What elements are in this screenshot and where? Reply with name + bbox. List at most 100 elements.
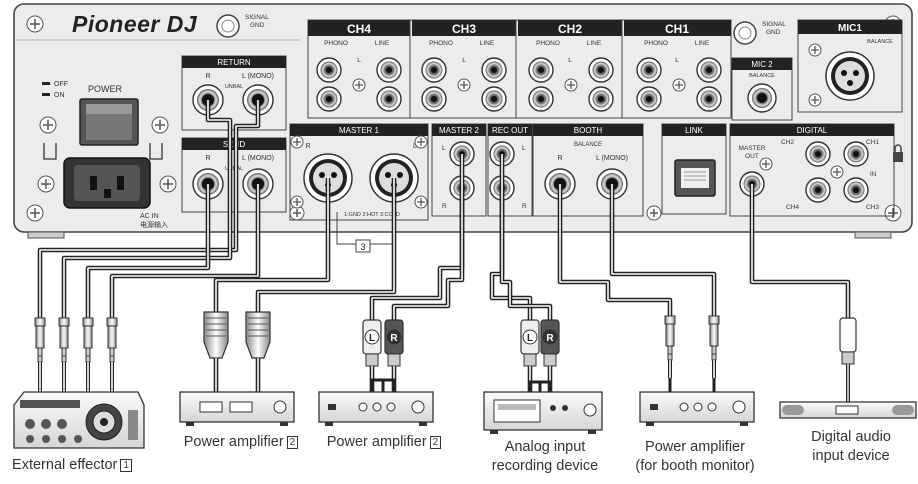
ch4-line-l-jack[interactable] — [376, 57, 402, 83]
signal-gnd-terminal-left: SIGNAL GND — [216, 14, 269, 38]
link-port[interactable] — [674, 159, 716, 197]
master-out-label: OUT — [745, 153, 759, 160]
ch1-line-l-jack[interactable] — [696, 57, 722, 83]
ch3-phono-l-jack[interactable] — [421, 57, 447, 83]
signal-gnd-label: GND — [250, 22, 265, 29]
recording-device-caption-line2: recording device — [491, 458, 599, 474]
booth-amplifier-caption-line1: Power amplifier — [645, 439, 745, 455]
screw — [564, 78, 578, 92]
return-section: RETURN R L (MONO) UNBAL — [181, 55, 287, 131]
screw — [352, 78, 366, 92]
rec-out-title: REC OUT — [492, 126, 528, 135]
rec-out-r-label: R — [522, 203, 527, 210]
send-l-label: L (MONO) — [242, 155, 274, 162]
ch1-phono-r-jack[interactable] — [636, 86, 662, 112]
return-r-label: R — [205, 73, 210, 80]
ch4-line-label: LINE — [375, 40, 390, 47]
mic1-title: MIC1 — [838, 23, 862, 34]
screw — [290, 135, 304, 149]
screw — [830, 165, 844, 179]
note-number: 2 — [429, 436, 442, 449]
screw — [414, 135, 428, 149]
digital-ch1-label: CH1 — [866, 139, 879, 146]
channel-inputs: CH4 PHONO LINE L R CH3 PHONO LINE L R CH… — [307, 19, 732, 119]
ch3-l-label: L — [462, 57, 466, 64]
ch4-line-r-jack[interactable] — [376, 86, 402, 112]
digital-ch3-jack[interactable] — [843, 177, 869, 203]
master2-l-label: L — [442, 145, 446, 152]
digital-ch1-jack[interactable] — [843, 141, 869, 167]
ch1-title: CH1 — [665, 22, 689, 36]
mic2-balance-label: BALANCE — [749, 73, 775, 79]
screw — [457, 78, 471, 92]
recording-device-label: Analog input recording device — [470, 438, 620, 476]
effector-plug-2 — [58, 317, 70, 380]
master1-pinout-label: 1:GND 2:HOT 3:COLD — [344, 212, 400, 218]
ch2-phono-l-jack[interactable] — [528, 57, 554, 83]
power-section: OFF ON POWER — [42, 81, 139, 146]
link-title: LINK — [685, 126, 703, 135]
mic2-jack[interactable] — [747, 83, 777, 113]
rca-mark-label: R — [546, 333, 554, 344]
mic1-jack[interactable] — [825, 51, 875, 101]
rca-l-mark — [364, 329, 380, 345]
screw — [808, 43, 822, 57]
ch1-phono-l-jack[interactable] — [636, 57, 662, 83]
master1-title: MASTER 1 — [339, 126, 380, 135]
send-l-cable-core — [111, 184, 259, 318]
digital-ch3-label: CH3 — [866, 204, 879, 211]
ch2-phono-label: PHONO — [536, 40, 560, 47]
return-l-cable-core — [39, 100, 259, 318]
mic2-title: MIC 2 — [751, 60, 773, 69]
ch4-phono-l-jack[interactable] — [316, 57, 342, 83]
ch3-line-label: LINE — [480, 40, 495, 47]
ch2-phono-r-jack[interactable] — [528, 86, 554, 112]
ch1-line-label: LINE — [695, 40, 710, 47]
rca-mark-label: L — [527, 333, 533, 344]
ch2-line-label: LINE — [587, 40, 602, 47]
ch2-title: CH2 — [558, 22, 582, 36]
rec-out-section: REC OUT L R — [487, 123, 533, 217]
booth-l-jack[interactable] — [596, 168, 628, 200]
ch3-title: CH3 — [452, 22, 476, 36]
send-r-jack[interactable] — [192, 168, 224, 200]
booth-plug-r — [664, 315, 676, 378]
booth-amplifier-caption-line2: (for booth monitor) — [635, 458, 755, 474]
screw — [808, 93, 822, 107]
return-title: RETURN — [217, 58, 251, 67]
ch2-line-r-jack[interactable] — [588, 86, 614, 112]
ch2-line-l-jack[interactable] — [588, 57, 614, 83]
return-r-cable-core — [63, 100, 231, 318]
booth-section: BOOTH BALANCE R L (MONO) — [532, 123, 644, 217]
rca-r-mark — [542, 329, 558, 345]
power-amplifier-2-caption: Power amplifier — [326, 434, 427, 450]
digital-ch2-jack[interactable] — [805, 141, 831, 167]
signal-gnd-label: GND — [766, 29, 781, 36]
power-switch[interactable] — [80, 99, 138, 145]
xlr-plug-l — [245, 311, 271, 392]
digital-ch4-jack[interactable] — [805, 177, 831, 203]
xlr-plug-r — [203, 311, 229, 392]
ch3-line-r-jack[interactable] — [481, 86, 507, 112]
rca-r-mark — [386, 329, 402, 345]
recording-device — [483, 391, 603, 434]
rec-out-r-cable-core — [501, 188, 551, 320]
effector-plug-3 — [82, 317, 94, 380]
digital-section: DIGITAL MASTER OUT CH2 CH1 CH4 CH3 IN — [729, 123, 895, 217]
ch4-phono-r-jack[interactable] — [316, 86, 342, 112]
ch3-line-l-jack[interactable] — [481, 57, 507, 83]
ch1-line-r-jack[interactable] — [696, 86, 722, 112]
ch1-phono-label: PHONO — [644, 40, 668, 47]
ac-in-label: AC IN — [140, 213, 159, 220]
ch3-phono-label: PHONO — [429, 40, 453, 47]
recording-device-caption-line1: Analog input — [504, 439, 586, 455]
rec-out-l-label: L — [522, 145, 526, 152]
booth-leads — [668, 378, 716, 392]
ch3-phono-r-jack[interactable] — [421, 86, 447, 112]
screw — [672, 78, 686, 92]
screw — [290, 195, 304, 209]
digital-title: DIGITAL — [797, 126, 828, 135]
